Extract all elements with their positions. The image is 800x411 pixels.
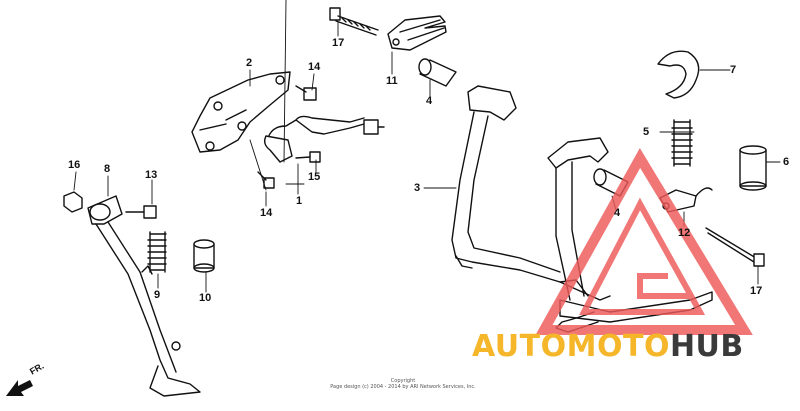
brand-part-1: AUTOMOTO [472,329,670,364]
part-number-17: 17 [332,37,345,49]
collar-10-part [193,239,215,273]
copyright-line-1: Copyright [390,378,416,384]
part-number-9: 9 [154,289,161,301]
spring-9-part [147,231,167,273]
part-number-3: 3 [414,182,421,194]
part-number-14: 14 [308,61,321,73]
leader-lines [73,0,781,293]
spring-5-part [671,119,693,167]
part-number-8: 8 [104,163,111,175]
front-direction-arrow [6,380,33,396]
part-number-13: 13 [145,169,158,181]
watermark-brand-text: AUTOMOTOHUB [472,330,744,364]
collar-top-part [418,58,457,87]
switch-part [263,115,385,163]
clip-part [387,15,447,51]
part-number-5: 5 [643,126,650,138]
part-number-6: 6 [783,156,790,168]
part-number-2: 2 [246,57,253,69]
part-number-16: 16 [68,159,81,171]
brand-part-2: HUB [669,329,744,364]
bracket-part [191,71,291,153]
part-number-4: 4 [614,207,621,219]
copyright-notice: Copyright Page design (c) 2004 - 2014 by… [318,378,488,390]
part-number-10: 10 [199,292,212,304]
part-number-1: 1 [296,195,303,207]
watermark-logo [535,148,753,335]
side-stand-part [87,195,201,397]
hook-part [657,50,700,99]
part-number-17: 17 [750,285,763,297]
collar-6-part [739,145,767,191]
part-number-15: 15 [308,171,321,183]
bolt-right-part [705,227,765,267]
bolt-15-part [295,151,321,163]
nut-part [63,191,83,213]
main-stand-arm-part [451,85,611,301]
part-number-12: 12 [678,227,691,239]
bolt-14-lower-part [257,171,275,189]
part-number-4: 4 [426,95,433,107]
bolt-top-part [329,7,379,36]
part-number-14: 14 [260,207,273,219]
part-number-11: 11 [386,75,398,87]
copyright-line-2: Page design (c) 2004 - 2014 by ARI Netwo… [330,384,476,390]
bolt-14-upper-part [295,85,317,101]
bolt-13-part [125,205,157,219]
part-number-7: 7 [730,64,737,76]
